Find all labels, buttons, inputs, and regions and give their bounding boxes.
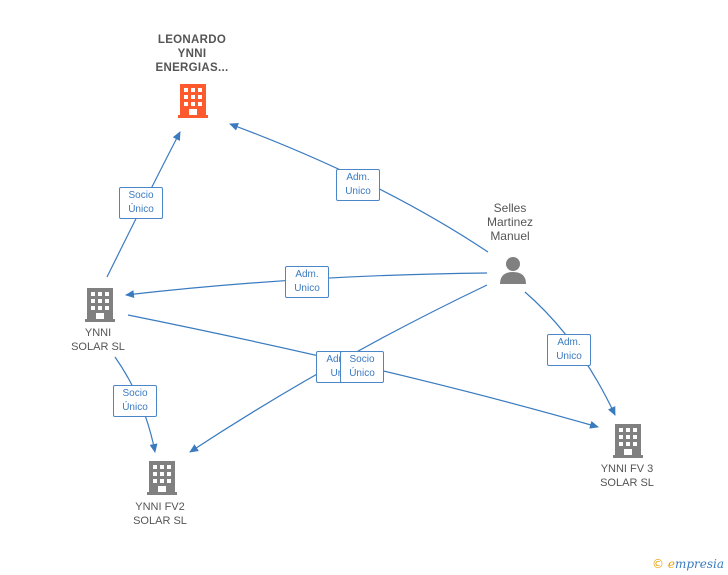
node-label-line: YNNI FV2: [135, 501, 185, 513]
building-icon-ynni-solar[interactable]: [85, 288, 115, 322]
edge-label-adm-ynni-solar[interactable]: Adm. Unico: [285, 266, 329, 298]
edge-label-socio-ynni-fv2[interactable]: Socio Único: [113, 385, 157, 417]
building-icon-leonardo[interactable]: [178, 84, 208, 118]
edge-label-line: Adm.: [346, 172, 370, 183]
edge-label-line: Socio: [122, 388, 148, 399]
edge-label-socio-leonardo[interactable]: Socio Único: [119, 187, 163, 219]
node-label-ynni-solar[interactable]: YNNI SOLAR SL: [58, 326, 138, 354]
node-label-leonardo[interactable]: LEONARDO YNNI ENERGIAS...: [140, 33, 244, 75]
edge-label-line: Socio: [128, 190, 154, 201]
node-label-line: YNNI: [84, 327, 112, 339]
node-label-person[interactable]: Selles Martinez Manuel: [470, 201, 550, 243]
edge-label-line: Unico: [345, 186, 371, 197]
brand-initial: e: [667, 557, 675, 571]
empresia-credit[interactable]: © empresia: [652, 557, 724, 571]
node-label-line: ENERGIAS...: [155, 62, 229, 74]
person-icon[interactable]: [500, 257, 526, 284]
node-label-line: LEONARDO: [157, 34, 227, 46]
brand-name: mpresia: [674, 557, 724, 571]
node-label-line: Martinez: [486, 215, 533, 229]
node-label-line: SOLAR SL: [600, 477, 654, 489]
copyright-icon: ©: [652, 557, 664, 571]
building-icon-ynni-fv3[interactable]: [613, 424, 643, 458]
building-icon-ynni-fv2[interactable]: [147, 461, 177, 495]
node-label-line: SOLAR SL: [71, 341, 125, 353]
node-label-line: SOLAR SL: [133, 515, 187, 527]
edge-label-line: Único: [122, 402, 148, 413]
node-label-ynni-fv2[interactable]: YNNI FV2 SOLAR SL: [120, 500, 200, 528]
edge-label-line: Unico: [294, 283, 320, 294]
edge-label-socio-ynni-fv3[interactable]: Socio Único: [340, 351, 384, 383]
edge-label-line: Único: [128, 204, 154, 215]
edge-label-line: Único: [349, 368, 375, 379]
node-label-line: Selles: [493, 201, 527, 215]
edge-label-line: Unico: [556, 351, 582, 362]
edge-label-line: Uni: [330, 368, 346, 379]
edge-label-line: Adm.: [326, 354, 350, 365]
node-label-ynni-fv3[interactable]: YNNI FV 3 SOLAR SL: [587, 462, 667, 490]
edge-label-adm-leonardo[interactable]: Adm. Unico: [336, 169, 380, 201]
edge-label-line: Adm.: [295, 269, 319, 280]
edge-label-line: Adm.: [557, 337, 581, 348]
edge-label-line: Socio: [349, 354, 375, 365]
edge-label-adm-ynni-fv3[interactable]: Adm. Unico: [547, 334, 591, 366]
node-label-line: YNNI FV 3: [600, 463, 654, 475]
node-label-line: YNNI: [177, 48, 207, 60]
node-label-line: Manuel: [490, 229, 530, 243]
